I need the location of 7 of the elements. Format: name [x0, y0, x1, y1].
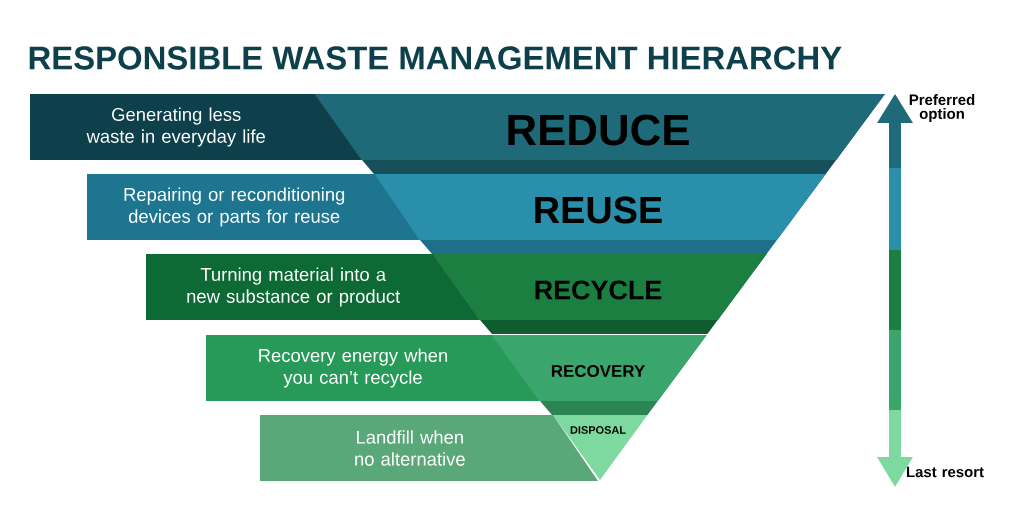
arrow-end-label: Last resort [906, 466, 984, 478]
arrow-end-label: Preferred option [909, 94, 975, 122]
tier-band: DISPOSAL [553, 415, 648, 480]
tier-band: RECYCLE [433, 254, 767, 334]
tier-band: REUSE [375, 174, 826, 254]
description-box: Generating less waste in everyday life [30, 94, 362, 160]
title: RESPONSIBLE WASTE MANAGEMENT HIERARCHY [29, 46, 842, 70]
